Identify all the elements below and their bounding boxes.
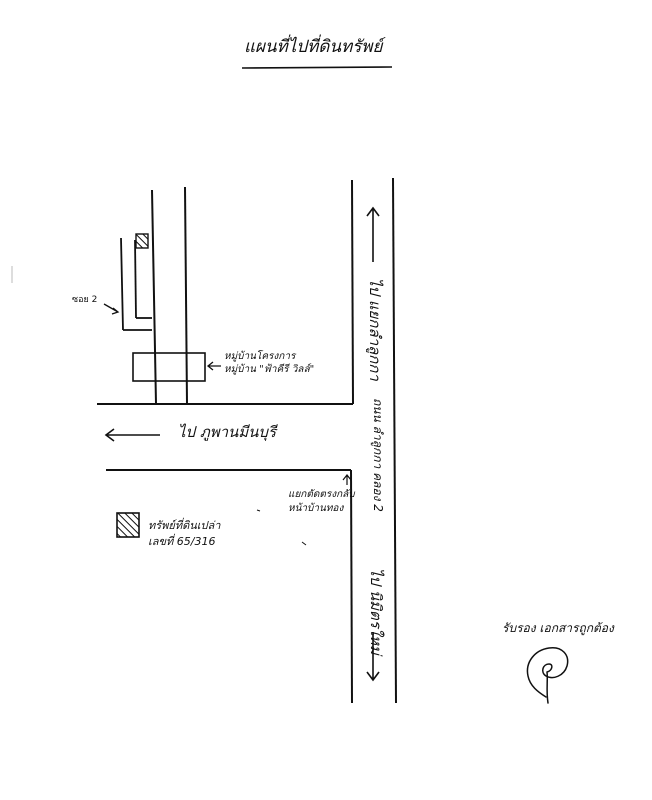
junction-label-line2: หน้าบ้านทอง [288, 503, 344, 514]
junction-label-line1: แยกตัดตรงกลับ [288, 489, 355, 500]
hatched-square-icon [135, 233, 149, 249]
soi-left-edge [151, 189, 157, 405]
soi-label: ซอย 2 [72, 295, 98, 305]
junction-pointer-arrow-icon [342, 474, 352, 485]
landmark-label-line2: หมู่บ้าน "ฟ้าคีรี วิลล์" [224, 364, 315, 375]
site-label-line2: เลขที่ 65/316 [148, 535, 216, 548]
soi-pointer-arrow-icon [103, 303, 120, 315]
pen-mark [256, 509, 307, 546]
main-road-left-edge [351, 179, 354, 405]
signature-scribble [526, 646, 569, 704]
landmark-label: หมู่บ้านโครงการ หมู่บ้าน "ฟ้าคีรี วิลล์" [224, 350, 314, 376]
soi2-right-edge [134, 239, 137, 319]
landmark-label-line1: หมู่บ้านโครงการ [224, 351, 296, 362]
landmark-village-box [132, 352, 206, 382]
site-label: ทรัพย์ที่ดินเปล่า เลขที่ 65/316 [148, 518, 220, 550]
soi-right-edge [184, 186, 188, 405]
arrow-down-icon [366, 632, 380, 682]
signature-caption: รับรอง เอกสารถูกต้อง [502, 621, 614, 635]
direction-south-label: ไป นิมิตรใหม่ [367, 568, 385, 655]
main-road-name-label: ถนน ลำลูกกา คลอง 2 [371, 398, 385, 512]
title-underline [241, 66, 393, 69]
arrow-up-icon [366, 206, 380, 262]
direction-north-label: ไป แยกลำลูกกา [366, 278, 384, 381]
landmark-pointer-arrow-icon [206, 361, 221, 371]
site-marker-hatched-square-icon [116, 512, 140, 538]
main-road-left-edge-south [350, 469, 353, 704]
arrow-left-icon [104, 428, 160, 442]
map-title: แผนที่ไปที่ดินทรัพย์ [244, 37, 383, 57]
site-label-line1: ทรัพย์ที่ดินเปล่า [148, 519, 221, 532]
junction-label: แยกตัดตรงกลับ หน้าบ้านทอง [288, 488, 355, 516]
main-road-right-edge [392, 177, 397, 704]
direction-left-label: ไป ภูพานมีนบุรี [178, 423, 277, 441]
soi2-left-edge [120, 237, 124, 331]
